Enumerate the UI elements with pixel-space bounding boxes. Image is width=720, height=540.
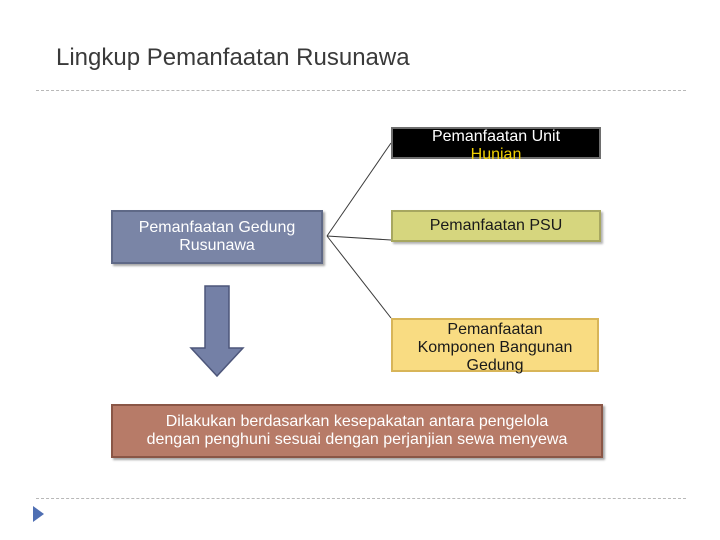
top-divider <box>36 90 686 91</box>
connector-to-komponen <box>326 235 392 319</box>
node-pemanfaatan-komponen: Pemanfaatan Komponen Bangunan Gedung <box>391 318 599 374</box>
note-line2: dengan penghuni sesuai dengan perjanjian… <box>146 431 568 448</box>
node-komponen-line2: Komponen Bangunan <box>417 338 573 356</box>
node-pemanfaatan-gedung: Pemanfaatan Gedung Rusunawa <box>111 210 323 264</box>
connector-to-psu <box>326 235 392 241</box>
note-box: Dilakukan berdasarkan kesepakatan antara… <box>111 404 603 458</box>
node-pemanfaatan-unit: Pemanfaatan Unit Hunian <box>391 127 601 163</box>
node-unit-line2: Hunian <box>470 146 522 163</box>
node-psu-label: Pemanfaatan PSU <box>429 217 563 234</box>
node-komponen-line1: Pemanfaatan <box>447 320 543 338</box>
slide-title: Lingkup Pemanfaatan Rusunawa <box>56 44 410 71</box>
connector-to-unit <box>326 142 392 237</box>
next-slide-icon[interactable] <box>33 506 44 522</box>
bottom-divider <box>36 498 686 499</box>
note-line1: Dilakukan berdasarkan kesepakatan antara… <box>165 413 549 430</box>
node-komponen-line3: Gedung <box>466 356 524 374</box>
node-gedung-line2: Rusunawa <box>179 237 255 254</box>
node-unit-line1: Pemanfaatan Unit <box>431 128 561 145</box>
down-arrow-icon <box>189 285 245 378</box>
node-pemanfaatan-psu: Pemanfaatan PSU <box>391 210 601 242</box>
node-gedung-line1: Pemanfaatan Gedung <box>138 219 296 236</box>
